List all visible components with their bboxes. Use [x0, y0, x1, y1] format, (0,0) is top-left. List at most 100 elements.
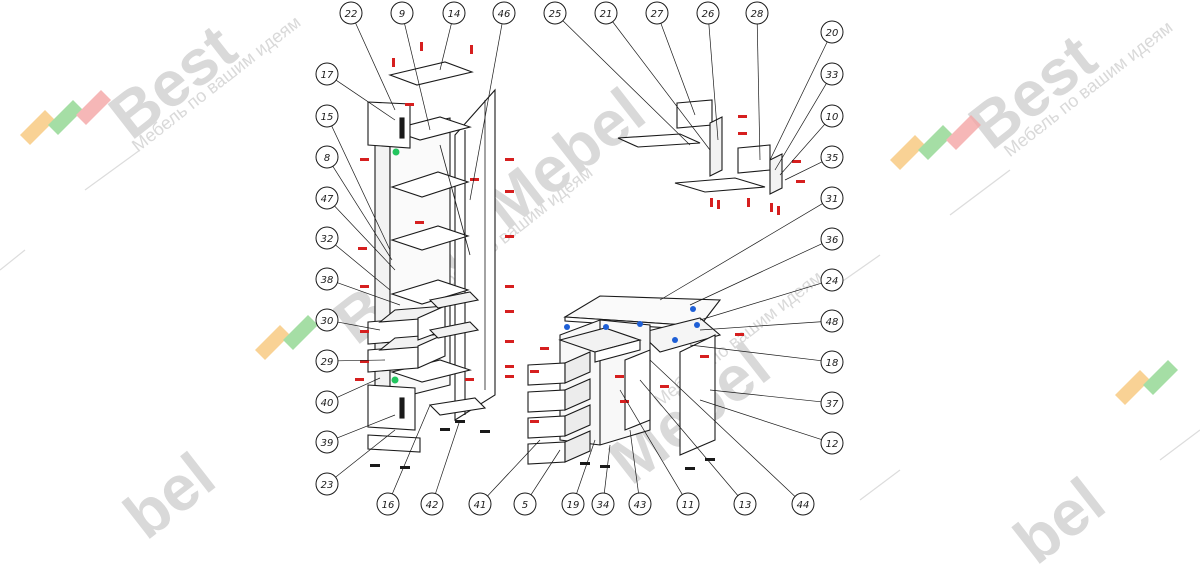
callout-circle [820, 268, 844, 292]
callout-26: 26 [696, 1, 720, 25]
callout-36: 36 [820, 227, 844, 251]
callout-25: 25 [543, 1, 567, 25]
callout-37: 37 [820, 391, 844, 415]
callout-circle [468, 492, 492, 516]
callout-label: 33 [826, 70, 839, 81]
logo-mark-center [255, 315, 318, 360]
callout-circle [420, 492, 444, 516]
callout-33: 33 [820, 62, 844, 86]
leader-line [487, 439, 541, 497]
shelf-top-assembly [617, 99, 783, 195]
leader-line [336, 377, 381, 398]
callout-label: 35 [826, 153, 839, 164]
leader-line [779, 124, 825, 176]
callout-label: 15 [321, 112, 334, 123]
leader-line [576, 439, 596, 494]
leader-line [469, 23, 503, 201]
leader-line [774, 83, 827, 171]
callout-label: 29 [321, 357, 334, 368]
callout-14: 14 [442, 1, 466, 25]
callout-circle [820, 309, 844, 333]
callout-label: 48 [826, 317, 839, 328]
callout-label: 30 [321, 316, 334, 327]
callout-label: 17 [321, 70, 334, 81]
callout-circle [561, 492, 585, 516]
callout-8: 8 [315, 145, 339, 169]
callout-34: 34 [591, 492, 615, 516]
callout-29: 29 [315, 349, 339, 373]
callout-46: 46 [492, 1, 516, 25]
callout-circle [492, 1, 516, 25]
callout-circle [315, 349, 339, 373]
callout-label: 9 [399, 9, 405, 20]
callout-label: 39 [321, 438, 334, 449]
callout-17: 17 [315, 62, 339, 86]
callout-circle [543, 1, 567, 25]
leader-line [659, 203, 823, 301]
callout-circle [315, 390, 339, 414]
callout-circle [591, 492, 615, 516]
callout-circle [315, 308, 339, 332]
leader-line [629, 429, 639, 494]
callout-42: 42 [420, 492, 444, 516]
leader-line [331, 125, 391, 251]
callout-47: 47 [315, 186, 339, 210]
callout-label: 47 [321, 194, 334, 205]
callout-12: 12 [820, 431, 844, 455]
callout-circle [645, 1, 669, 25]
callout-39: 39 [315, 430, 339, 454]
logo-mark-right [890, 115, 981, 170]
callout-circle [315, 430, 339, 454]
callout-label: 38 [321, 275, 334, 286]
callout-label: 16 [382, 500, 395, 511]
callout-circle [594, 1, 618, 25]
leader-line [649, 359, 796, 497]
callout-circle [315, 145, 339, 169]
callout-20: 20 [820, 20, 844, 44]
callout-11: 11 [676, 492, 700, 516]
hardware-markers [355, 42, 805, 423]
callout-circle [390, 1, 414, 25]
leader-line [784, 161, 823, 181]
leader-line [639, 379, 739, 496]
leader-line [756, 23, 761, 161]
callout-label: 12 [826, 439, 839, 450]
callout-40: 40 [315, 390, 339, 414]
callout-circle [820, 227, 844, 251]
callout-label: 19 [567, 500, 580, 511]
callout-label: 44 [797, 500, 810, 511]
leader-line [562, 20, 691, 146]
callout-circle [820, 20, 844, 44]
callout-5: 5 [513, 492, 537, 516]
callout-label: 31 [826, 194, 839, 205]
callout-circle [376, 492, 400, 516]
leader-line [435, 419, 461, 494]
leader-line [337, 414, 396, 439]
callout-label: 24 [826, 276, 839, 287]
leader-line [699, 321, 822, 331]
callout-label: 36 [826, 235, 839, 246]
leader-line [334, 205, 396, 271]
desk-assembly [527, 295, 722, 465]
callout-circle [315, 62, 339, 86]
callout-label: 43 [634, 500, 647, 511]
leader-line [439, 23, 452, 71]
leader-line [530, 449, 561, 495]
callout-label: 32 [321, 234, 334, 245]
callout-circle [791, 492, 815, 516]
callout-35: 35 [820, 145, 844, 169]
callout-circle [820, 350, 844, 374]
callout-label: 25 [549, 9, 562, 20]
callout-circle [628, 492, 652, 516]
callout-label: 22 [345, 9, 358, 20]
callout-28: 28 [745, 1, 769, 25]
callout-31: 31 [820, 186, 844, 210]
leader-line [337, 321, 381, 331]
callout-30: 30 [315, 308, 339, 332]
callout-circle [820, 391, 844, 415]
leader-line [603, 444, 611, 494]
callout-circle [339, 1, 363, 25]
leader-line [699, 399, 822, 440]
callout-circle [733, 492, 757, 516]
